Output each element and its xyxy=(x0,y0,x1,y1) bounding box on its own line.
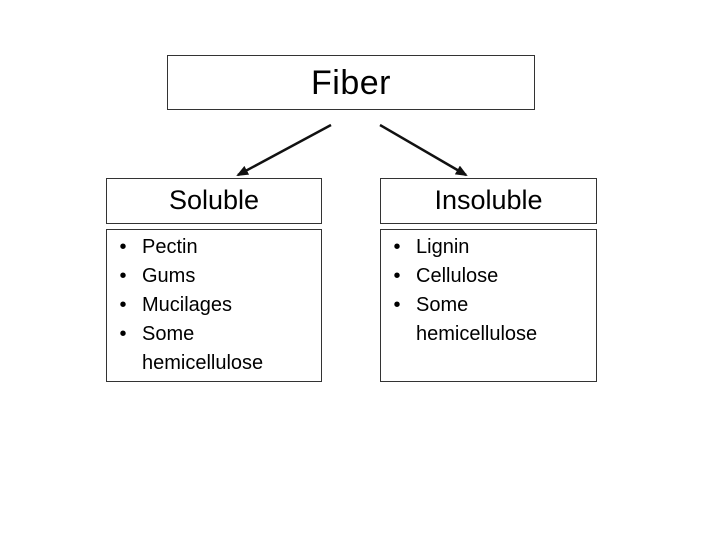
bullet-icon: • xyxy=(119,323,127,345)
fiber-root-box: Fiber xyxy=(167,55,535,110)
list-item-label: Some hemicellulose xyxy=(142,323,264,374)
list-item-label: Lignin xyxy=(416,236,470,258)
bullet-icon: • xyxy=(119,294,127,316)
list-item: • Mucilages xyxy=(113,291,315,320)
bullet-icon: • xyxy=(393,236,401,258)
arrow-to-soluble xyxy=(236,123,332,177)
soluble-list-box: • Pectin • Gums • Mucilages • Some hemicellu… xyxy=(106,229,322,382)
insoluble-list-box: • Lignin • Cellulose • Some hemicellulose xyxy=(380,229,597,382)
bullet-icon: • xyxy=(119,236,127,258)
list-item-label: Some hemicellulose xyxy=(416,294,538,345)
list-item: • Pectin xyxy=(113,233,315,262)
bullet-icon: • xyxy=(393,294,401,316)
soluble-header-box: Soluble xyxy=(106,178,322,224)
bullet-icon: • xyxy=(119,265,127,287)
list-item: • Lignin xyxy=(387,233,590,262)
soluble-title: Soluble xyxy=(168,185,260,215)
insoluble-header-box: Insoluble xyxy=(380,178,597,224)
insoluble-title: Insoluble xyxy=(434,185,543,215)
bullet-icon: • xyxy=(393,265,401,287)
list-item: • Some hemicellulose xyxy=(113,320,315,378)
list-item: • Cellulose xyxy=(387,262,590,291)
list-item-label: Gums xyxy=(142,265,196,287)
fiber-title: Fiber xyxy=(311,64,391,102)
list-item-label: Cellulose xyxy=(416,265,499,287)
list-item: • Gums xyxy=(113,262,315,291)
soluble-list: • Pectin • Gums • Mucilages • Some hemicellu… xyxy=(113,233,315,378)
arrow-to-insoluble xyxy=(379,123,468,177)
list-item-label: Mucilages xyxy=(142,294,233,316)
insoluble-list: • Lignin • Cellulose • Some hemicellulose xyxy=(387,233,590,349)
list-item-label: Pectin xyxy=(142,236,198,258)
list-item: • Some hemicellulose xyxy=(387,291,590,349)
